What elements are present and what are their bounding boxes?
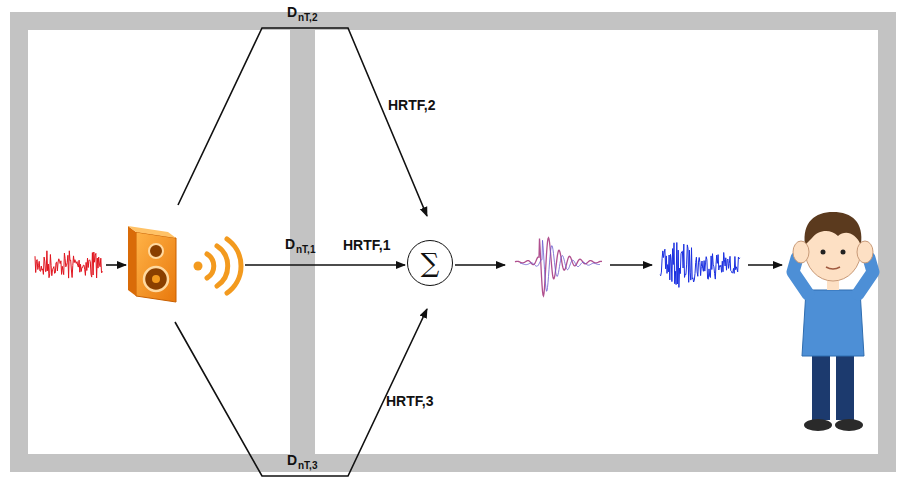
- path-label: HRTF,3: [386, 394, 433, 408]
- path-label: HRTF,1: [343, 238, 390, 252]
- eye: [821, 250, 826, 255]
- room-wall: [19, 21, 887, 463]
- woofer: [144, 267, 168, 291]
- tweeter: [149, 244, 163, 258]
- subscript-label: nT,3: [298, 461, 317, 471]
- path-label: D: [285, 237, 295, 251]
- sound-wave: [207, 254, 214, 278]
- subscript-label: nT,2: [298, 13, 317, 23]
- hand: [793, 241, 809, 263]
- direct-path: [245, 264, 405, 266]
- shirt: [802, 290, 864, 356]
- trouser-leg: [812, 352, 830, 420]
- sound-wave: [227, 239, 241, 293]
- signal-arrow: [106, 264, 126, 266]
- shoe: [835, 419, 863, 431]
- speaker-top: [128, 226, 176, 238]
- mouth: [826, 267, 840, 269]
- noise-waveform: [35, 251, 103, 278]
- signal-arrow: [455, 264, 505, 266]
- hand: [857, 241, 873, 263]
- signal-arrow: [610, 264, 652, 266]
- listener-figure: [793, 212, 873, 431]
- eye: [841, 250, 846, 255]
- shoe: [804, 419, 832, 431]
- impulse-response: [515, 238, 602, 296]
- path-label: HRTF,2: [388, 98, 435, 112]
- path-label: D: [287, 453, 297, 467]
- sound-wave: [194, 262, 203, 271]
- trouser-leg: [836, 352, 854, 420]
- sound-wave: [217, 246, 228, 286]
- speaker-side: [128, 226, 136, 296]
- hair: [805, 212, 862, 245]
- summation-symbol: ∑: [421, 250, 440, 276]
- summation-circle: ∑: [407, 240, 453, 286]
- filtered-waveform: [660, 243, 740, 288]
- flanking-path: [178, 28, 427, 216]
- path-label: D: [287, 5, 297, 19]
- flanking-path: [175, 309, 427, 476]
- subscript-label: nT,1: [296, 245, 315, 255]
- signal-arrow: [748, 264, 782, 266]
- speaker-front: [136, 232, 176, 302]
- impulse-response: [520, 240, 600, 291]
- loudspeaker: [128, 226, 241, 302]
- woofer-cap: [152, 275, 160, 283]
